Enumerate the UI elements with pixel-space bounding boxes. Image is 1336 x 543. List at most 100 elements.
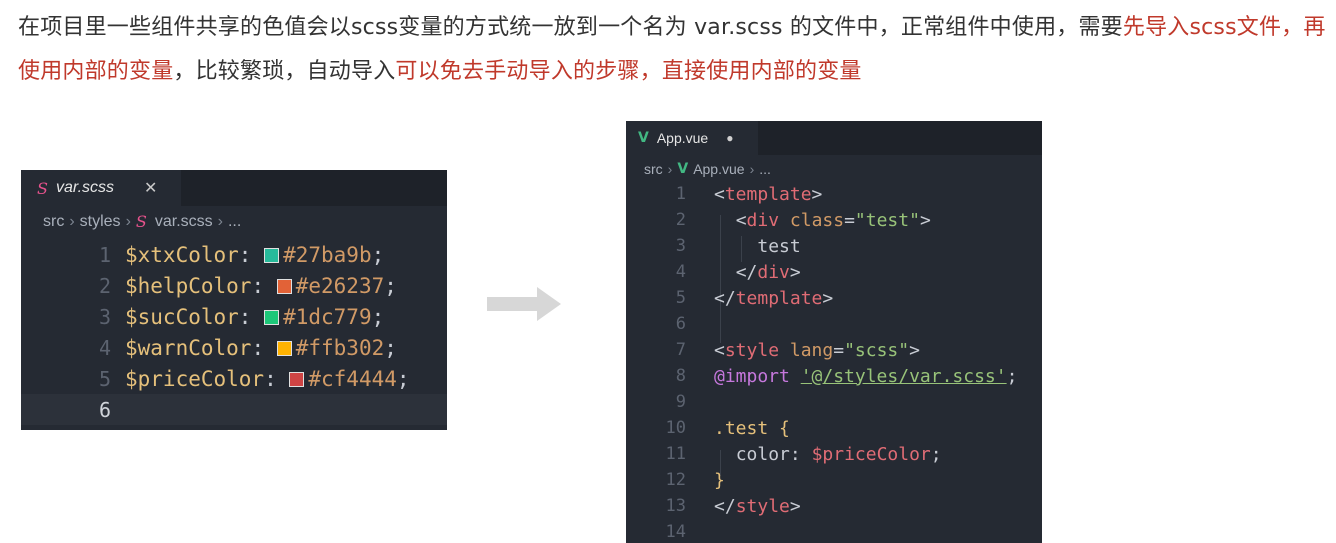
tag-name: style — [724, 339, 780, 361]
code-line: 8 @import '@/styles/var.scss'; — [626, 363, 1042, 389]
code-line: 12 } — [626, 467, 1042, 493]
intro-text-2: ，比较繁琐，自动导入 — [173, 59, 396, 84]
tab-app-vue[interactable]: V App.vue ● — [626, 121, 758, 155]
attribute-name: lang — [789, 339, 834, 361]
tab-bar: S var.scss ✕ — [21, 170, 447, 206]
code-line: 2 <div class="test"> — [626, 207, 1042, 233]
color-swatch[interactable] — [264, 309, 280, 325]
code-line: 6 — [626, 311, 1042, 337]
vue-icon: V — [677, 161, 689, 177]
attribute-value: "scss" — [844, 339, 910, 361]
line-number: 5 — [675, 288, 686, 308]
color-value: #cf4444 — [308, 366, 397, 391]
code-line: 4 $warnColor: #ffb302; — [21, 332, 447, 363]
code-line: 3 $sucColor: #1dc779; — [21, 301, 447, 332]
intro-highlight-2: 可以免去手动导入的步骤，直接使用内部的变量 — [395, 59, 862, 84]
line-number: 4 — [675, 262, 686, 282]
tab-label: var.scss — [55, 179, 115, 196]
breadcrumb: src › V App.vue › ... — [644, 161, 771, 177]
breadcrumb-more[interactable]: ... — [759, 161, 771, 177]
line-number: 8 — [675, 366, 686, 386]
import-path-link[interactable]: '@/styles/var.scss' — [800, 365, 1007, 387]
attribute-name: class — [789, 209, 845, 231]
arrow-right-icon — [487, 297, 537, 311]
breadcrumb-src[interactable]: src — [43, 212, 65, 230]
variable-name: $helpColor — [125, 273, 252, 298]
code-line: 1 $xtxColor: #27ba9b; — [21, 239, 447, 270]
line-number: 12 — [665, 470, 686, 490]
code-line: 11 color: $priceColor; — [626, 441, 1042, 467]
color-swatch[interactable] — [289, 371, 305, 387]
code-line-active[interactable]: 6 — [21, 394, 447, 425]
variable-name: $warnColor — [125, 335, 252, 360]
chevron-right-icon: › — [749, 161, 755, 177]
code-line: 5 </template> — [626, 285, 1042, 311]
app-vue-editor: V App.vue ● src › V App.vue › ... 1 <tem… — [626, 121, 1042, 543]
breadcrumb-styles[interactable]: styles — [79, 212, 121, 230]
breadcrumb: src › styles › S var.scss › ... — [43, 212, 241, 231]
code-line: 7 <style lang="scss"> — [626, 337, 1042, 363]
code-line: 13 </style> — [626, 493, 1042, 519]
line-number: 2 — [675, 210, 686, 230]
line-number: 3 — [98, 304, 111, 329]
code-line: 1 <template> — [626, 181, 1042, 207]
tag-name: div — [757, 261, 790, 283]
tag-name: div — [746, 209, 780, 231]
import-keyword: @import — [714, 365, 790, 387]
breadcrumb-file[interactable]: var.scss — [154, 212, 213, 230]
color-swatch[interactable] — [276, 278, 292, 294]
breadcrumb-file[interactable]: App.vue — [693, 161, 745, 177]
intro-highlight-1: 先导入scss文件，再使用内部的变量 — [18, 15, 1326, 84]
intro-text-1: 在项目里一些组件共享的色值会以scss变量的方式统一放到一个名为 var.scs… — [18, 15, 1123, 40]
line-number: 7 — [675, 340, 686, 360]
chevron-right-icon: › — [69, 212, 75, 230]
close-icon[interactable]: ✕ — [144, 180, 158, 197]
code-line: 5 $priceColor: #cf4444; — [21, 363, 447, 394]
line-number: 9 — [675, 392, 686, 412]
breadcrumb-src[interactable]: src — [644, 161, 663, 177]
color-swatch[interactable] — [264, 247, 280, 263]
line-number: 1 — [675, 184, 686, 204]
text-content: test — [757, 235, 801, 257]
code-line: 4 </div> — [626, 259, 1042, 285]
line-number: 13 — [665, 496, 686, 516]
chevron-right-icon: › — [125, 212, 131, 230]
tab-label: App.vue — [656, 130, 709, 146]
color-value: #ffb302 — [295, 335, 385, 360]
line-number: 1 — [98, 242, 111, 267]
code-line: 10 .test { — [626, 415, 1042, 441]
indent-guide — [741, 236, 742, 262]
intro-paragraph: 在项目里一些组件共享的色值会以scss变量的方式统一放到一个名为 var.scs… — [18, 6, 1328, 94]
code-line: 14 — [626, 519, 1042, 543]
variable-name: $sucColor — [125, 304, 239, 329]
tab-var-scss[interactable]: S var.scss ✕ — [21, 170, 181, 206]
arrow-head-icon — [537, 287, 561, 321]
line-number: 6 — [98, 397, 111, 422]
line-number: 14 — [665, 522, 686, 542]
variable-name: $priceColor — [125, 366, 265, 391]
unsaved-dot-icon[interactable]: ● — [726, 131, 734, 145]
sass-icon: S — [37, 178, 48, 198]
sass-icon: S — [135, 212, 147, 231]
code-line: 3 test — [626, 233, 1042, 259]
chevron-right-icon: › — [667, 161, 673, 177]
color-value: #27ba9b — [283, 242, 372, 267]
css-property: color — [735, 443, 790, 465]
variable-name: $xtxColor — [125, 242, 239, 267]
color-value: #1dc779 — [283, 304, 372, 329]
code-line: 2 $helpColor: #e26237; — [21, 270, 447, 301]
color-value: #e26237 — [295, 273, 385, 298]
line-number: 2 — [98, 273, 111, 298]
line-number: 6 — [675, 314, 686, 334]
line-number: 10 — [665, 418, 686, 438]
color-swatch[interactable] — [276, 340, 292, 356]
tab-bar: V App.vue ● — [626, 121, 1042, 155]
tag-name: style — [735, 495, 790, 517]
indent-guide — [720, 215, 721, 343]
var-scss-editor: S var.scss ✕ src › styles › S var.scss ›… — [21, 170, 447, 430]
indent-guide — [720, 450, 721, 476]
vue-icon: V — [638, 130, 649, 146]
line-number: 11 — [665, 444, 686, 464]
css-value: $priceColor — [811, 443, 931, 465]
breadcrumb-more[interactable]: ... — [227, 212, 242, 230]
